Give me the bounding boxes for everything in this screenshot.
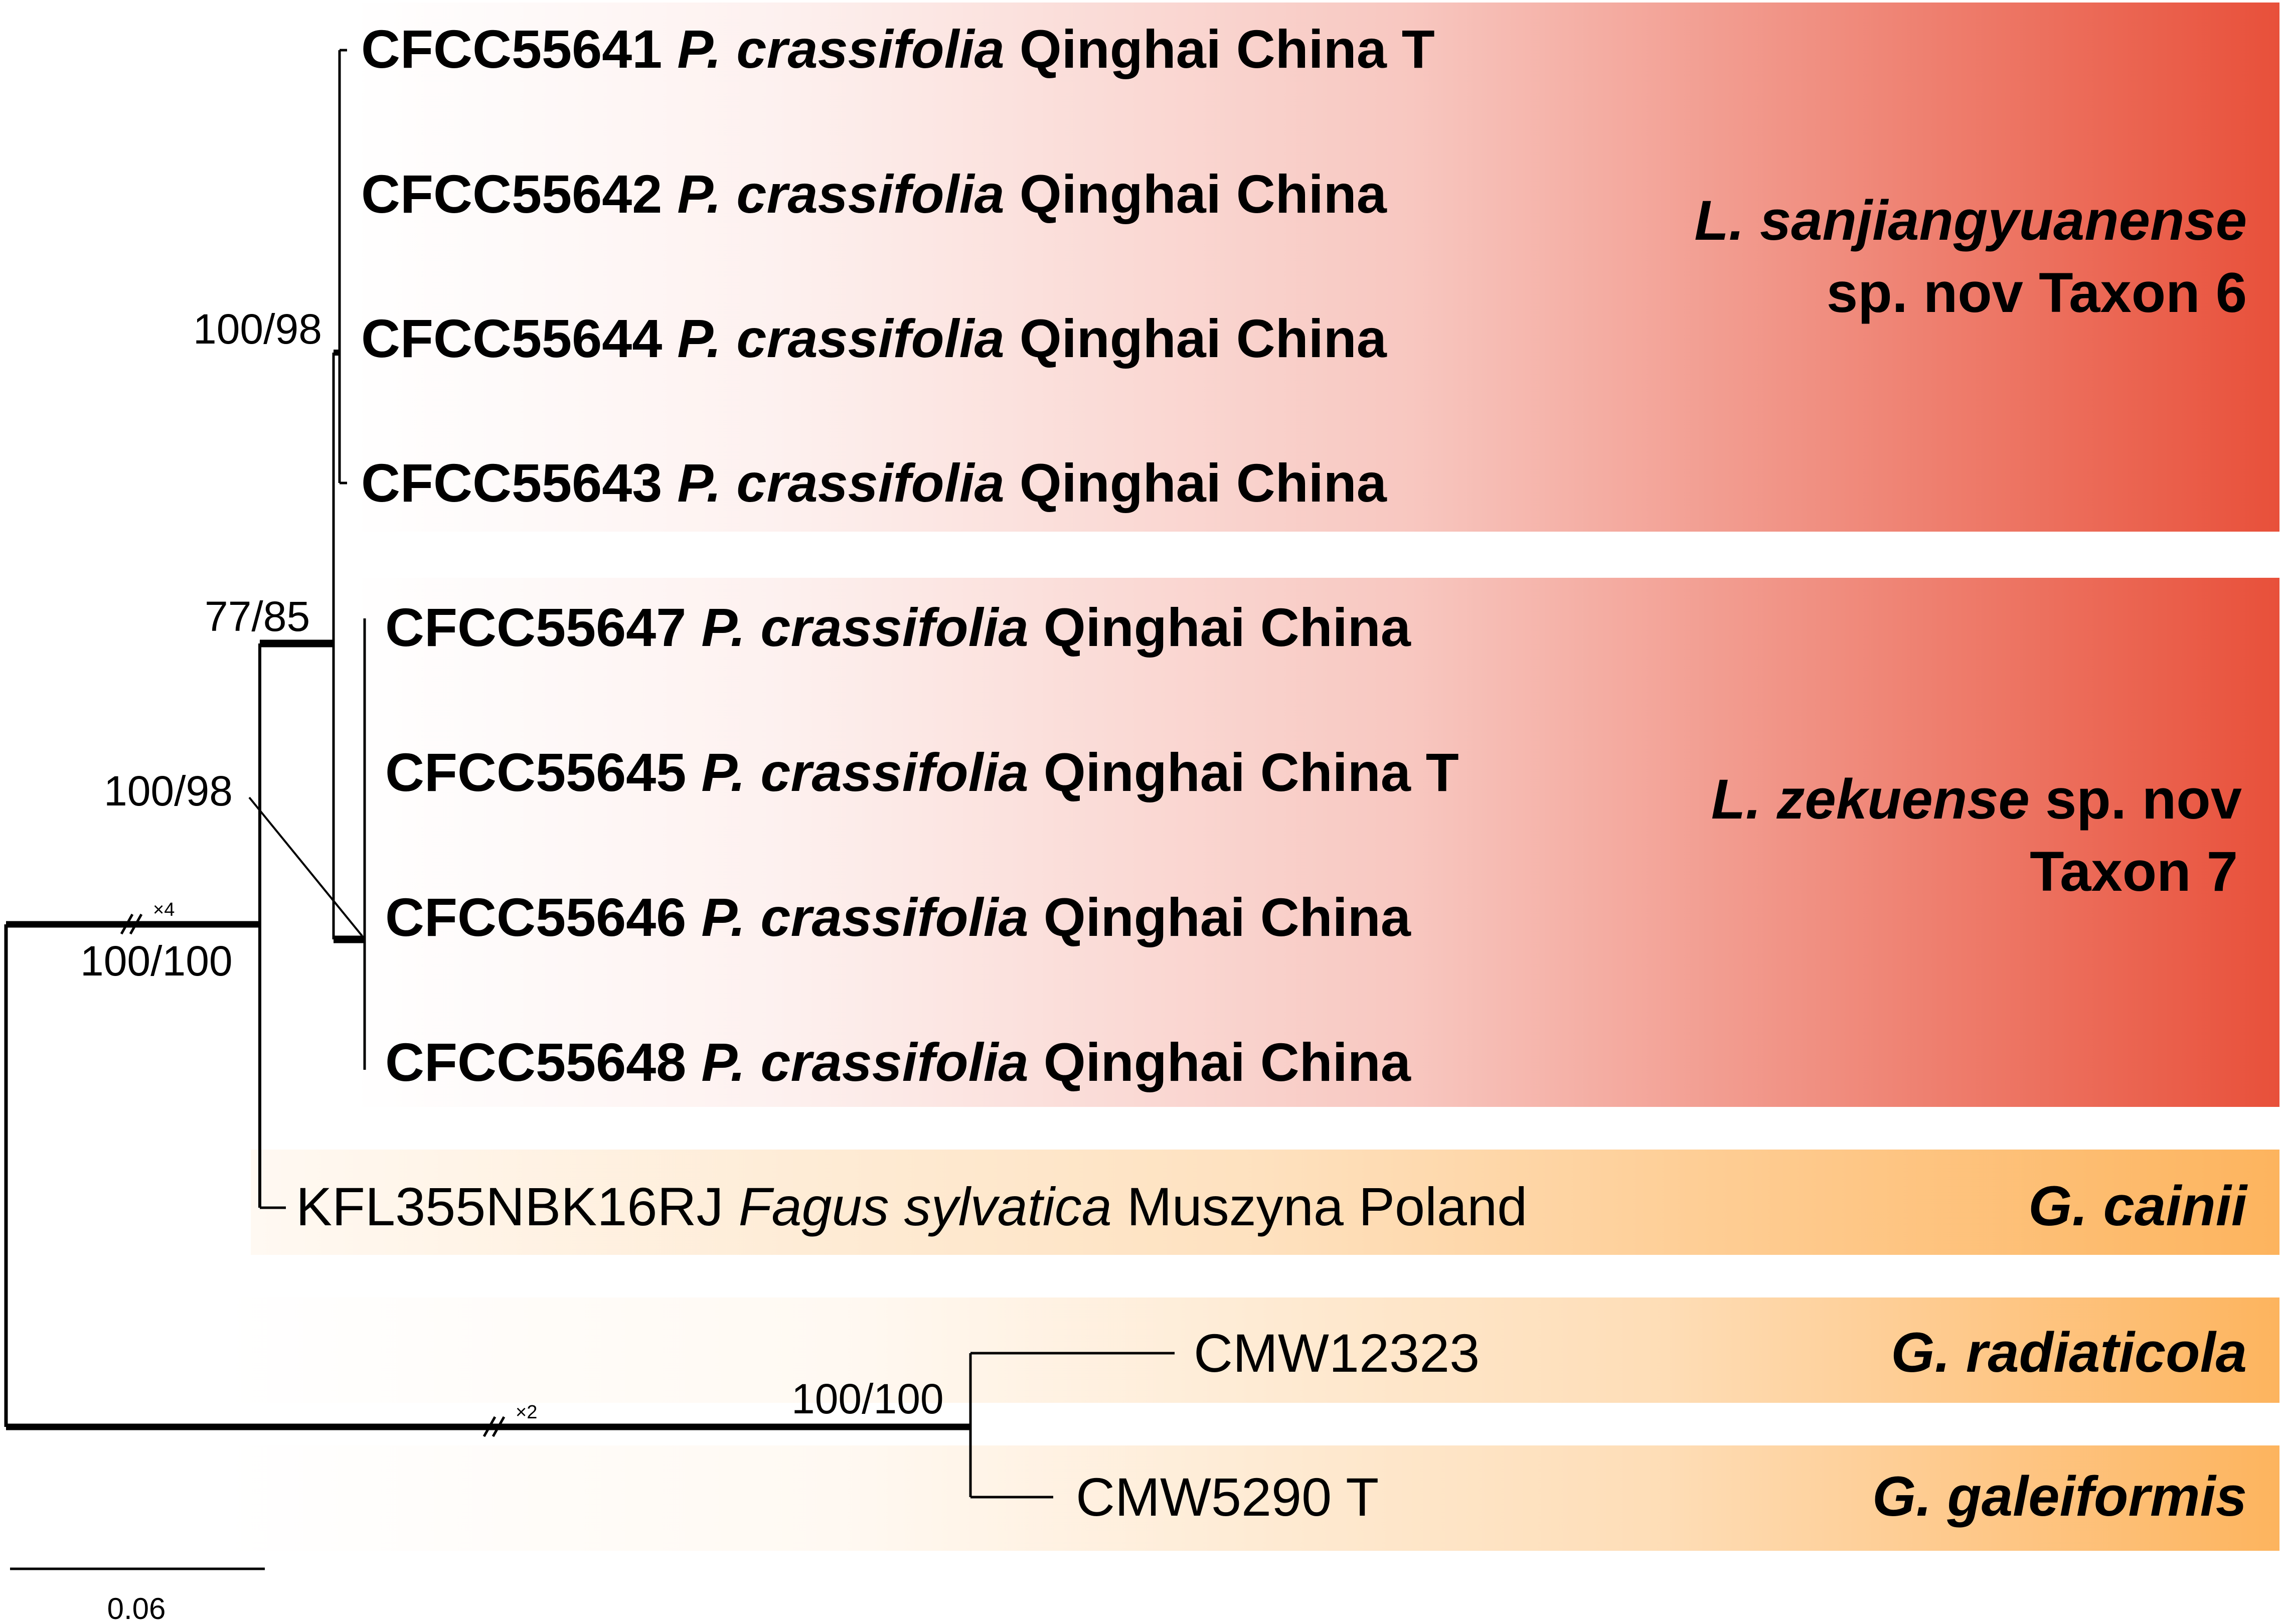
branch-multiplier-main: ×4 [153,899,175,920]
band-radiaticola [221,1297,2279,1403]
support-taxon6-stem: 77/85 [205,593,310,640]
clade-label-cainii: G. cainii [2028,1175,2248,1237]
branch-multiplier-outgroup: ×2 [516,1402,537,1423]
taxon-label: CFCC55647 P. crassifolia Qinghai China [385,597,1411,658]
taxon-label: CFCC55642 P. crassifolia Qinghai China [361,164,1387,224]
support-main-node: 100/100 [80,937,233,985]
branch-break-marks [120,913,506,1437]
clade-label-galeiformis: G. galeiformis [1872,1465,2247,1528]
taxon-label: CFCC55646 P. crassifolia Qinghai China [385,887,1411,947]
clade-label-radiaticola: G. radiaticola [1891,1321,2247,1384]
support-taxon7-node: 100/98 [104,767,233,815]
band-galeiformis [221,1445,2279,1551]
clade-label-taxon7-line2: Taxon 7 [2030,840,2238,903]
clade-label-taxon7: L. zekuense sp. nov [1711,768,2242,831]
band-cainii [251,1150,2279,1255]
taxon-label: KFL355NBK16RJ Fagus sylvatica Muszyna Po… [296,1176,1527,1237]
taxon-label: CFCC55641 P. crassifolia Qinghai China T [361,19,1435,79]
taxon-label: CFCC55643 P. crassifolia Qinghai China [361,452,1387,513]
clade-label-taxon6: L. sanjiangyuanense [1694,189,2247,252]
taxon-label: CMW12323 [1194,1323,1480,1383]
taxon-label: CFCC55648 P. crassifolia Qinghai China [385,1032,1411,1092]
support-outgroup-node: 100/100 [791,1375,944,1422]
taxon-label: CMW5290 T [1076,1467,1379,1527]
band-taxon6 [351,3,2279,532]
taxon-label: CFCC55645 P. crassifolia Qinghai China T [385,742,1459,802]
taxon-label: CFCC55644 P. crassifolia Qinghai China [361,308,1387,369]
band-taxon7 [351,578,2279,1107]
support-taxon6-node: 100/98 [193,305,322,353]
clade-label-taxon6-line2: sp. nov Taxon 6 [1827,261,2247,324]
scale-bar-label: 0.06 [107,1592,166,1624]
